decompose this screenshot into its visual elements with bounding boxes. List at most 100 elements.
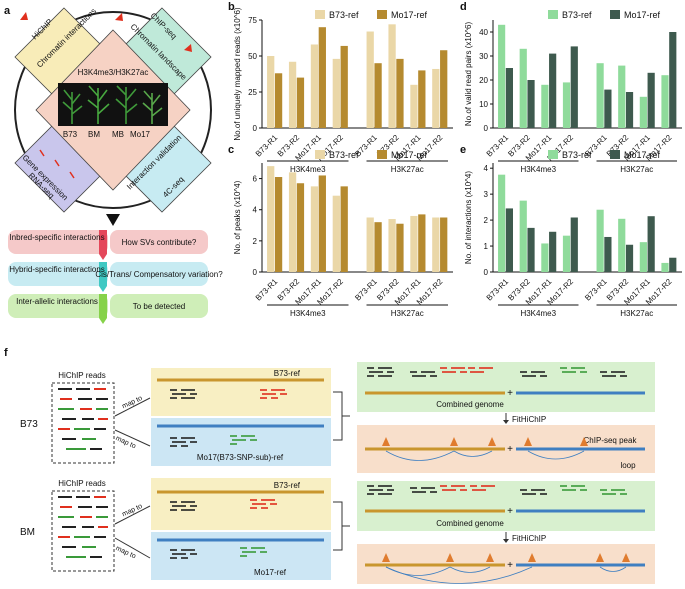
row2-reads-box [51,490,115,572]
sample-bm-label: BM [20,527,35,538]
bar-c-Mo17-ref-Mo17-R1-H3K27ac [418,214,426,272]
bar-b-Mo17-ref-B73-R2-H3K4me3 [296,77,305,128]
y-tick-label: 6 [253,175,258,184]
row1-loops [385,450,585,461]
row2-combined-label: Combined genome [436,519,504,528]
flow-1-right-label: How SVs contribute? [122,238,197,247]
row1-down-arrow-icon [503,420,509,424]
legend-label: B73-ref [329,150,359,160]
panel-label-d: d [460,1,467,13]
row1-map-to-bottom: map to [114,435,136,450]
bar-b-Mo17-ref-B73-R2-H3K27ac [396,58,404,128]
y-tick-label: 0 [253,268,258,277]
y-axis-label: No. of peaks (x10^4) [233,180,242,254]
row1-b73-ref-box [151,368,331,416]
panel-f-workflow: B73 HiChIP reads map to map to B73-ref M… [20,362,655,584]
legend-swatch [548,10,558,19]
bar-e-Mo17-ref-B73-R1-H3K4me3 [505,208,513,272]
row2-loops [385,566,627,584]
connector-teal [99,262,107,286]
row2-plus: + [507,506,513,517]
panel-label-f: f [4,347,8,359]
bar-d-B73-ref-B73-R2-H3K4me3 [519,48,527,128]
maize-plants-photo [58,83,168,126]
bar-d-Mo17-ref-Mo17-R1-H3K27ac [647,72,655,128]
bar-c-Mo17-ref-B73-R2-H3K4me3 [296,183,305,272]
row1-bracket [333,391,350,441]
chip-peak-icon [446,553,454,562]
bar-c-B73-ref-B73-R1-H3K27ac [366,217,374,272]
legend-label: Mo17-ref [391,150,428,160]
row2-ref-top-label: B73-ref [274,481,301,490]
bar-d-B73-ref-Mo17-R2-H3K27ac [661,75,669,128]
bar-e-B73-ref-Mo17-R2-H3K27ac [661,262,669,272]
red-marker-icon [115,13,123,21]
bar-d-Mo17-ref-Mo17-R2-H3K27ac [669,32,677,128]
bar-d-B73-ref-Mo17-R1-H3K4me3 [541,84,549,128]
bar-e-Mo17-ref-B73-R1-H3K27ac [604,236,612,272]
flow-box-2: Hybrid-specific interactions Cis/Trans/ … [8,262,223,292]
y-tick-label: 4 [253,206,258,215]
bar-b-Mo17-ref-Mo17-R1-H3K27ac [418,70,426,128]
bar-d-Mo17-ref-B73-R1-H3K27ac [604,89,612,128]
bar-c-Mo17-ref-Mo17-R2-H3K27ac [440,217,448,272]
y-tick-label: 30 [479,52,488,61]
hybrid-specific-box [8,262,108,286]
legend-label: Mo17-ref [624,150,661,160]
bar-b-Mo17-ref-Mo17-R2-H3K27ac [440,50,448,128]
x-tick-label: B73-R1 [353,277,379,303]
red-marker-icon [20,12,28,20]
bar-e-B73-ref-B73-R1-H3K27ac [596,209,604,272]
flow-3-left-label: Inter-allelic interactions [16,297,98,306]
group-label: H3K27ac [620,165,653,174]
row2-combined-box [357,481,655,531]
svs-question-box [110,230,208,254]
row1-combined-label: Combined genome [436,400,504,409]
row2-map-to-top: map to [121,503,143,518]
bar-b-B73-ref-B73-R1-H3K4me3 [267,56,275,128]
group-label: H3K27ac [391,165,424,174]
y-axis-label: No. of interactions (x10^4) [464,171,473,264]
x-tick-label: B73-R1 [254,277,280,303]
bar-d-Mo17-ref-B73-R2-H3K4me3 [527,80,535,128]
row1-map-to-top: map to [121,395,143,410]
row1-plus-2: + [507,444,513,455]
bar-d-B73-ref-Mo17-R1-H3K27ac [639,96,647,128]
bar-d-B73-ref-Mo17-R2-H3K4me3 [562,82,571,128]
y-tick-label: 0 [253,124,258,133]
connector-red [99,230,107,254]
down-arrow-icon [106,214,120,226]
sample-b73-label: B73 [20,419,38,430]
bar-e-Mo17-ref-Mo17-R2-H3K4me3 [570,217,578,272]
row2-b73-ref-box [151,478,331,530]
y-tick-label: 50 [248,52,257,61]
bar-b-Mo17-ref-Mo17-R1-H3K4me3 [318,27,326,129]
legend-label: B73-ref [562,10,592,20]
line-label-mo17: Mo17 [130,130,151,139]
bar-b-B73-ref-B73-R1-H3K27ac [366,31,374,128]
bar-e-Mo17-ref-Mo17-R2-H3K27ac [669,257,677,272]
flow-box-1: Inbred-specific interactions How SVs con… [8,230,208,260]
bar-b-B73-ref-Mo17-R2-H3K27ac [432,68,440,128]
y-tick-label: 3 [484,190,489,199]
y-tick-label: 1 [484,242,489,251]
bar-d-B73-ref-B73-R1-H3K27ac [596,63,604,129]
group-label: H3K4me3 [290,309,326,318]
bar-e-Mo17-ref-B73-R2-H3K4me3 [527,227,535,272]
row1-reads-box [51,382,115,464]
chip-peak-icon [528,553,536,562]
group-label: H3K4me3 [520,165,556,174]
line-label-b73: B73 [63,130,78,139]
bar-b-B73-ref-Mo17-R2-H3K4me3 [332,58,340,128]
legend-label: Mo17-ref [391,10,428,20]
bar-e-B73-ref-Mo17-R2-H3K4me3 [562,235,571,272]
bar-d-Mo17-ref-B73-R1-H3K4me3 [505,68,513,128]
y-tick-label: 40 [479,28,488,37]
bar-d-Mo17-ref-Mo17-R2-H3K4me3 [570,46,578,128]
line-label-mb: MB [112,130,124,139]
flow-2-right-label: Cis/Trans/ Compensatory variation? [95,270,223,279]
